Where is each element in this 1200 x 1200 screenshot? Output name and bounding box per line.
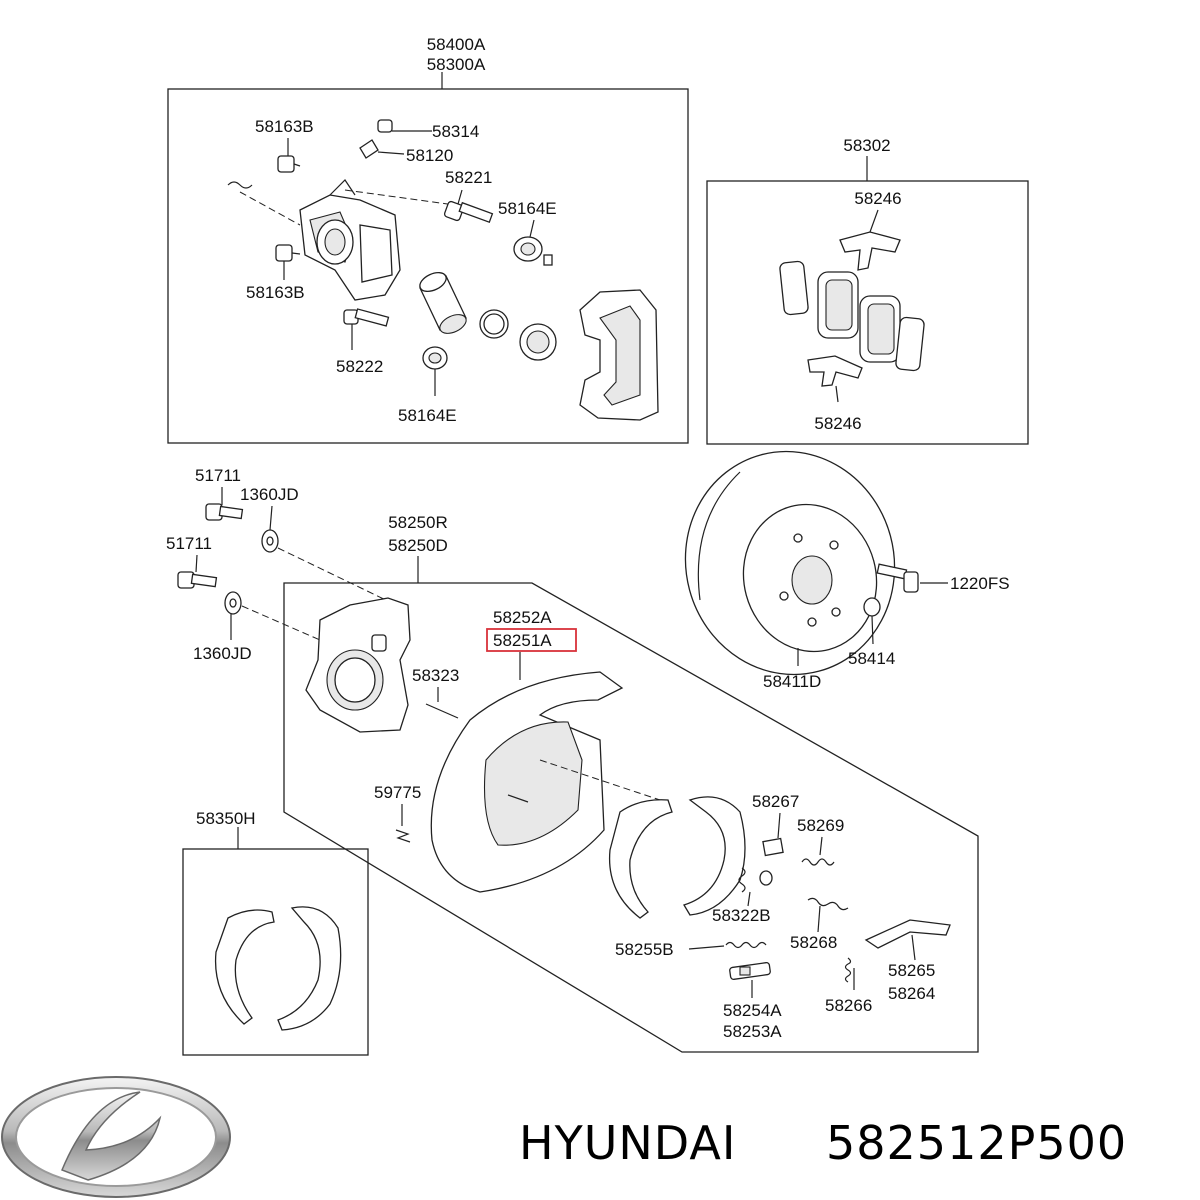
pad-clip-upper <box>839 231 901 271</box>
kit-brake-shoe-left <box>214 909 275 1025</box>
label-58254A[interactable]: 58254A <box>723 1001 782 1020</box>
label-1360JD-lower[interactable]: 1360JD <box>193 644 252 663</box>
spring-58322B <box>738 867 746 893</box>
brake-disc-group: 1220FS 58414 58411D <box>684 450 1010 691</box>
label-58250R[interactable]: 58250R <box>388 513 448 532</box>
label-58411D[interactable]: 58411D <box>763 672 821 691</box>
strut-58265 <box>864 919 951 949</box>
label-58268[interactable]: 58268 <box>790 933 837 952</box>
label-58414[interactable]: 58414 <box>848 649 895 668</box>
highlight-box-58251A <box>486 628 577 652</box>
label-58250D[interactable]: 58250D <box>388 536 448 555</box>
bolt-58163B-lower <box>275 244 301 262</box>
caliper-group-box <box>167 88 689 444</box>
shoe-kit-box <box>182 848 369 1056</box>
label-51711-lower[interactable]: 51711 <box>166 534 212 553</box>
brake-pad-outer-right <box>895 316 925 372</box>
label-58246-upper[interactable]: 58246 <box>854 189 901 208</box>
caliper-assembly-group: 58400A 58300A 58314 58120 58163B 58163B <box>167 35 689 444</box>
label-59775[interactable]: 59775 <box>374 783 421 802</box>
parking-brake-assembly-group: 58250R 58250D 58323 58252A 58251A 59775 <box>283 513 979 1053</box>
hyundai-logo-icon <box>1 1076 231 1198</box>
bolt-58163B-upper <box>277 155 301 173</box>
mounting-bolts-group: 51711 1360JD 51711 1360JD <box>166 466 391 663</box>
spring-58266 <box>844 957 852 983</box>
label-58253A[interactable]: 58253A <box>723 1022 782 1041</box>
label-1360JD-upper[interactable]: 1360JD <box>240 485 299 504</box>
kit-brake-shoe-right <box>277 906 342 1031</box>
label-58314[interactable]: 58314 <box>432 122 479 141</box>
label-58266[interactable]: 58266 <box>825 996 872 1015</box>
piston-part <box>419 271 467 334</box>
label-58322B[interactable]: 58322B <box>712 906 771 925</box>
label-58323[interactable]: 58323 <box>412 666 459 685</box>
parking-brake-assembly-box <box>283 582 979 1053</box>
label-58264[interactable]: 58264 <box>888 984 935 1003</box>
brand-footer: HYUNDAI 582512P500 <box>1 1076 1127 1198</box>
spring-58268 <box>807 897 849 911</box>
label-58400A[interactable]: 58400A <box>427 35 486 54</box>
label-1220FS[interactable]: 1220FS <box>950 574 1010 593</box>
brake-pad-outer-left <box>779 260 809 316</box>
adjuster-lever-58267 <box>762 837 784 857</box>
brake-shoe-pair <box>608 796 746 919</box>
label-58164E-lower[interactable]: 58164E <box>398 406 457 425</box>
boot-58164E-upper <box>513 236 553 266</box>
label-58163B-lower[interactable]: 58163B <box>246 283 305 302</box>
wheel-bolt-1220FS <box>876 563 919 593</box>
brand-name: HYUNDAI <box>519 1116 736 1170</box>
spring-58255B <box>725 941 767 949</box>
disc-screw-58414 <box>863 597 881 617</box>
label-58265[interactable]: 58265 <box>888 961 935 980</box>
adjuster-58254A <box>729 962 771 980</box>
label-58163B-upper[interactable]: 58163B <box>255 117 314 136</box>
label-58300A[interactable]: 58300A <box>427 55 486 74</box>
label-58164E-upper[interactable]: 58164E <box>498 199 557 218</box>
shoe-kit-group: 58350H <box>182 809 369 1056</box>
boot-58164E-lower <box>422 346 448 370</box>
pad-kit-group: 58302 58246 58246 <box>706 136 1029 445</box>
label-58246-lower[interactable]: 58246 <box>814 414 861 433</box>
label-58302[interactable]: 58302 <box>843 136 890 155</box>
label-58269[interactable]: 58269 <box>797 816 844 835</box>
pad-clip-lower <box>807 355 863 387</box>
label-51711-upper[interactable]: 51711 <box>195 466 241 485</box>
pin-58323 <box>425 703 459 719</box>
spring-58269 <box>801 858 835 866</box>
label-58221[interactable]: 58221 <box>445 168 492 187</box>
label-58120[interactable]: 58120 <box>406 146 453 165</box>
part-number: 582512P500 <box>826 1116 1127 1170</box>
label-58255B[interactable]: 58255B <box>615 940 674 959</box>
retainer-clip-59775 <box>395 829 411 843</box>
guide-pin-58222 <box>343 308 390 327</box>
label-58222[interactable]: 58222 <box>336 357 383 376</box>
label-58267[interactable]: 58267 <box>752 792 799 811</box>
label-58251A[interactable]: 58251A <box>493 631 552 650</box>
label-58252A[interactable]: 58252A <box>493 608 552 627</box>
guide-pin-58221 <box>443 200 494 224</box>
label-58350H[interactable]: 58350H <box>196 809 256 828</box>
